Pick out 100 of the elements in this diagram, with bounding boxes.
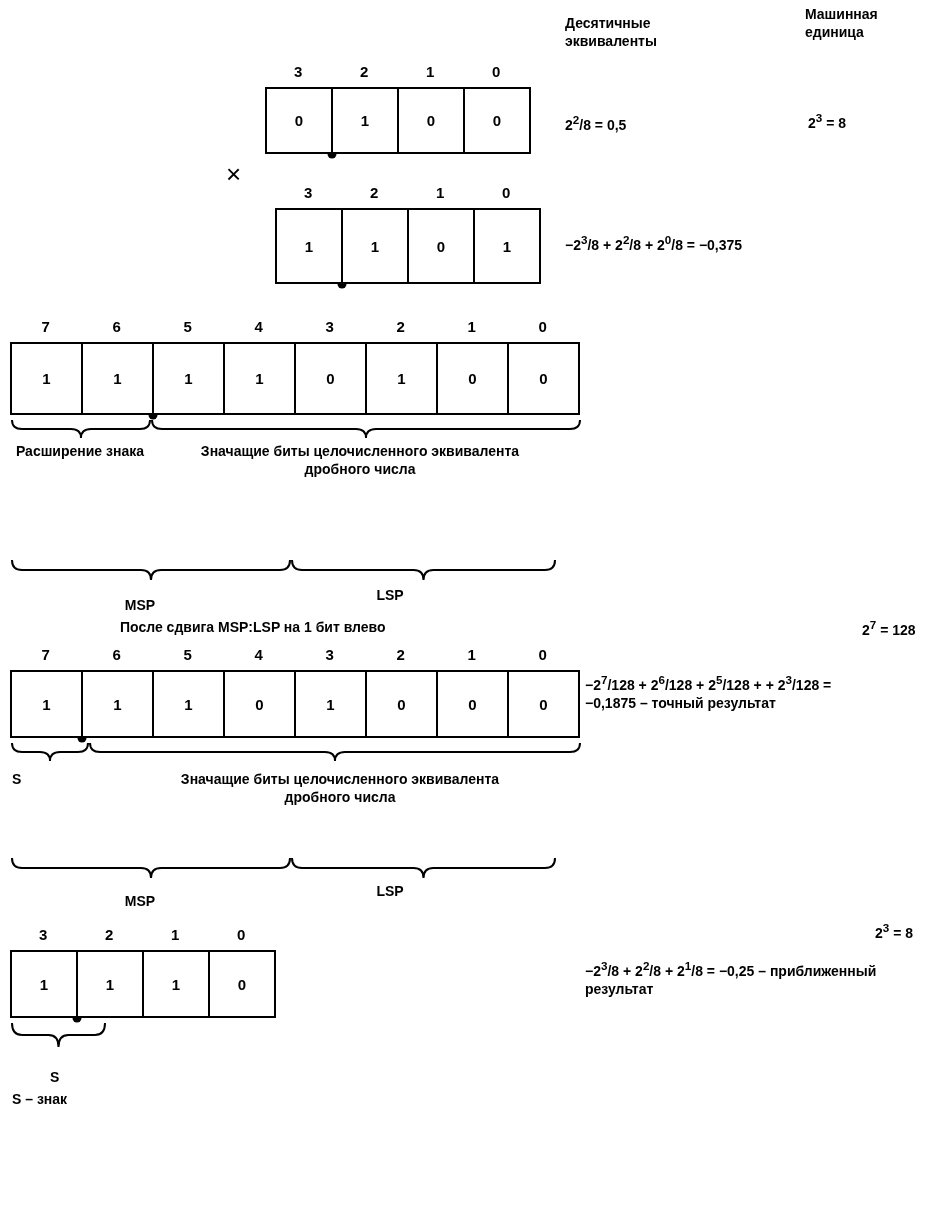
- bit-number: 2: [105, 926, 114, 943]
- bit-value: 0: [436, 237, 446, 255]
- bit-value: 1: [370, 237, 380, 255]
- column-heading: Машинная единица: [805, 5, 879, 42]
- bit-number: 1: [426, 63, 435, 80]
- bit-cell: [463, 87, 531, 154]
- bit-value: 0: [539, 695, 548, 713]
- bit-cell: [365, 342, 438, 415]
- bit-cell: [265, 87, 333, 154]
- bit-value: 1: [184, 370, 193, 387]
- formula: −2$^{3}$/8 + 2$^{2}$/8 + 2$^{1}$/8 = −0,25 – приближенный результат: [585, 958, 878, 999]
- bit-value: 1: [502, 237, 512, 255]
- bit-value: 1: [42, 370, 51, 387]
- bit-number: 7: [41, 646, 50, 663]
- bit-cell: [10, 670, 83, 738]
- bit-value: 0: [294, 112, 304, 129]
- bit-value: 1: [113, 370, 122, 387]
- bit-number: 1: [467, 318, 476, 335]
- bit-number: 6: [112, 646, 121, 663]
- bit-cell: [10, 342, 83, 415]
- formula: 2$^{2}$/8 = 0,5: [565, 112, 628, 134]
- bit-number: 5: [183, 318, 192, 335]
- bit-number: 6: [112, 318, 121, 335]
- bit-cell: [407, 208, 475, 284]
- bit-cell: [397, 87, 465, 154]
- multiply-sign: ×: [226, 158, 243, 191]
- bit-cell: [275, 208, 343, 284]
- bit-value: 0: [397, 695, 406, 713]
- bit-value: 0: [468, 695, 477, 713]
- bracket-label: S: [50, 1068, 61, 1087]
- bit-number: 0: [538, 318, 547, 335]
- bit-value: 0: [468, 370, 477, 387]
- bit-cell: [142, 950, 210, 1018]
- bit-number: 2: [396, 646, 405, 663]
- bit-cell: [10, 950, 78, 1018]
- formula: −2$^{3}$/8 + 2$^{2}$/8 + 2$^{0}$/8 = −0,375: [565, 232, 744, 254]
- bracket-label: MSP: [123, 892, 157, 911]
- bit-number: 2: [370, 184, 379, 201]
- bit-cell: [294, 342, 367, 415]
- bit-value: 0: [255, 695, 264, 713]
- bit-number: 1: [436, 184, 445, 201]
- bit-number: 1: [171, 926, 180, 943]
- bit-cell: [507, 670, 580, 738]
- formula: 2$^{3}$ = 8: [808, 110, 848, 132]
- bit-number: 3: [325, 646, 334, 663]
- bit-number: 0: [492, 63, 501, 80]
- bracket-label: LSP: [375, 882, 405, 901]
- bit-cell: [152, 670, 225, 738]
- formula: 2$^{3}$ = 8: [875, 920, 915, 942]
- note: После сдвига MSP:LSP на 1 бит влево: [120, 618, 387, 637]
- bit-value: 0: [539, 370, 548, 387]
- column-heading: Десятичные эквиваленты: [565, 14, 658, 51]
- bit-cell: [436, 342, 509, 415]
- bracket-label: Расширение знака: [14, 442, 146, 461]
- bit-number: 0: [538, 646, 547, 663]
- bracket-label: S: [12, 770, 23, 789]
- bit-cell: [223, 670, 296, 738]
- bit-cell: [81, 342, 154, 415]
- bit-cell: [208, 950, 276, 1018]
- bit-cell: [81, 670, 154, 738]
- bit-value: 1: [39, 975, 49, 993]
- bit-cell: [341, 208, 409, 284]
- note: S – знак: [12, 1090, 69, 1109]
- bit-number: 4: [254, 318, 263, 335]
- bit-value: 0: [237, 975, 247, 993]
- bit-value: 0: [326, 370, 335, 387]
- bit-value: 1: [304, 237, 314, 255]
- bit-cell: [365, 670, 438, 738]
- formula: −2$^{7}$/128 + 2$^{6}$/128 + 2$^{5}$/128 + + 2$^{3}$/128 = −0,1875 – точный результат: [585, 672, 833, 713]
- bit-cell: [76, 950, 144, 1018]
- bit-number: 0: [237, 926, 246, 943]
- formula: 2$^{7}$ = 128: [862, 617, 917, 639]
- bit-number: 3: [39, 926, 48, 943]
- bit-value: 0: [426, 112, 436, 129]
- bit-cell: [294, 670, 367, 738]
- bit-cell: [436, 670, 509, 738]
- bracket-label: LSP: [375, 586, 405, 605]
- bracket-label: Значащие биты целочисленного эквивалента дробного числа: [180, 770, 500, 807]
- bit-number: 2: [396, 318, 405, 335]
- bit-value: 1: [255, 370, 264, 387]
- bit-value: 1: [42, 695, 51, 713]
- bit-number: 3: [325, 318, 334, 335]
- bracket-label: Значащие биты целочисленного эквивалента дробного числа: [200, 442, 520, 479]
- bit-value: 1: [360, 112, 370, 129]
- bit-number: 1: [467, 646, 476, 663]
- bit-number: 4: [254, 646, 263, 663]
- bit-cell: [331, 87, 399, 154]
- bit-number: 0: [502, 184, 511, 201]
- bit-cell: [473, 208, 541, 284]
- bit-cell: [223, 342, 296, 415]
- bit-value: 1: [184, 695, 193, 713]
- bit-value: 1: [105, 975, 115, 993]
- bit-number: 3: [304, 184, 313, 201]
- bit-cell: [507, 342, 580, 415]
- bit-value: 1: [397, 370, 406, 387]
- bit-cell: [152, 342, 225, 415]
- bit-value: 0: [492, 112, 502, 129]
- bit-number: 7: [41, 318, 50, 335]
- bit-number: 2: [360, 63, 369, 80]
- bit-number: 5: [183, 646, 192, 663]
